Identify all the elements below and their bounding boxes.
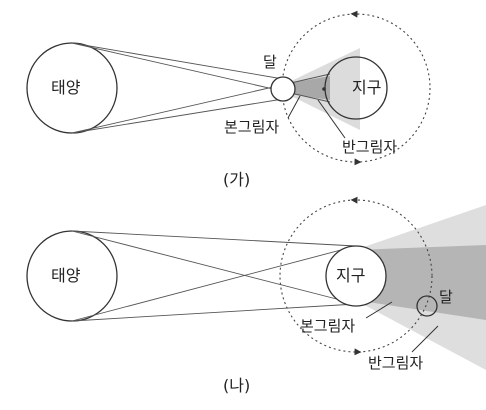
- caption-a: (가): [223, 170, 250, 189]
- penumbra-label-b: 반그림자: [368, 354, 423, 372]
- orbit-arrow-b-bottom: [346, 351, 358, 352]
- earth-label-a: 지구: [352, 78, 381, 97]
- moon-label-a: 달: [263, 53, 277, 71]
- ray-a1: [72, 43, 283, 79]
- umbra-label-b: 본그림자: [300, 317, 355, 335]
- diagram-b: 태양 지구 달 본그림자 반그림자 (나): [27, 200, 486, 395]
- moon-a: [271, 77, 295, 101]
- earth-label-b: 지구: [336, 266, 365, 285]
- ray-b4: [72, 246, 356, 321]
- sun-label-a: 태양: [51, 78, 81, 97]
- diagram-a: 태양 달 지구 본그림자 반그림자 (가): [27, 14, 430, 189]
- ray-b1: [72, 231, 356, 246]
- sun-label-b: 태양: [51, 266, 81, 285]
- umbra-label-a: 본그림자: [224, 118, 279, 136]
- moon-label-b: 달: [439, 288, 453, 306]
- ray-b3: [72, 231, 356, 304]
- pointer-dot-a: [322, 87, 326, 91]
- caption-b: (나): [223, 376, 250, 395]
- penumbra-label-a: 반그림자: [342, 138, 397, 156]
